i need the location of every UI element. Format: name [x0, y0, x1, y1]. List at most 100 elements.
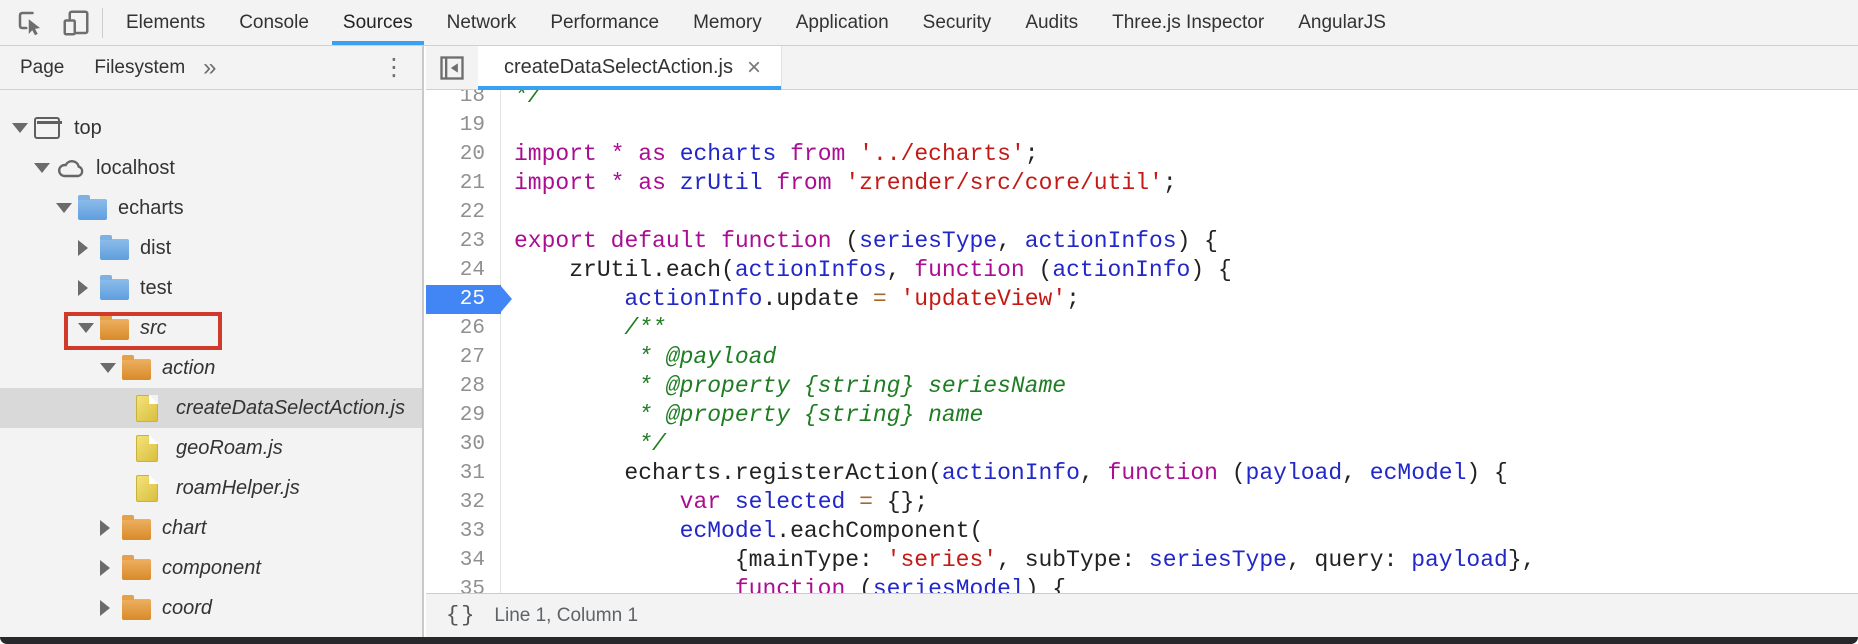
tree-item-dist[interactable]: dist [0, 228, 422, 268]
line-number[interactable]: 21 [426, 169, 501, 198]
line-number[interactable]: 34 [426, 546, 501, 575]
tab-performance[interactable]: Performance [550, 11, 660, 33]
devtools-topbar: Elements Console Sources Network Perform… [0, 0, 1858, 46]
tree-item-roamhelper[interactable]: roamHelper.js [0, 468, 422, 508]
pretty-print-icon[interactable]: {} [446, 603, 477, 628]
line-number[interactable]: 19 [426, 111, 501, 140]
code-line: 33 ecModel.eachComponent( [426, 517, 1858, 546]
tab-network[interactable]: Network [446, 11, 517, 33]
second-row: Page Filesystem » ⋮ createDataSelectActi… [0, 46, 1858, 90]
tab-memory[interactable]: Memory [693, 11, 762, 33]
navigator-menu-icon[interactable]: ⋮ [382, 53, 406, 81]
line-number[interactable]: 27 [426, 343, 501, 372]
code-text[interactable]: import * as zrUtil from 'zrender/src/cor… [514, 170, 1177, 196]
code-line: 20 import * as echarts from '../echarts'; [426, 140, 1858, 169]
chevron-right-icon[interactable] [100, 600, 122, 616]
line-number[interactable]: 24 [426, 256, 501, 285]
line-number[interactable]: 32 [426, 488, 501, 517]
line-number[interactable]: 23 [426, 227, 501, 256]
tree-item-localhost[interactable]: localhost [0, 148, 422, 188]
tab-sources[interactable]: Sources [326, 0, 430, 45]
chevron-down-icon[interactable] [12, 123, 34, 133]
tree-item-createdataselectaction[interactable]: createDataSelectAction.js [0, 388, 422, 428]
tab-console[interactable]: Console [239, 11, 309, 33]
breakpoint-line-number[interactable]: 25 [426, 285, 512, 314]
folder-icon [100, 275, 130, 301]
tab-elements[interactable]: Elements [126, 11, 206, 33]
hide-navigator-icon[interactable] [426, 46, 478, 89]
navigator-tab-filesystem[interactable]: Filesystem [94, 56, 186, 78]
editor-tab-createdataselectaction[interactable]: createDataSelectAction.js × [478, 46, 783, 90]
tree-item-georoam[interactable]: geoRoam.js [0, 428, 422, 468]
code-text[interactable]: * @property {string} name [514, 402, 984, 428]
device-toolbar-icon[interactable] [60, 7, 92, 39]
tree-item-coord[interactable]: coord [0, 588, 422, 628]
line-number[interactable]: 26 [426, 314, 501, 343]
line-number[interactable]: 22 [426, 198, 501, 227]
code-line: 18 */ [426, 90, 1858, 111]
folder-icon [100, 315, 130, 341]
code-text[interactable] [501, 111, 514, 140]
code-text[interactable]: */ [514, 90, 542, 109]
tab-threejs-inspector[interactable]: Three.js Inspector [1112, 11, 1265, 33]
line-number[interactable]: 29 [426, 401, 501, 430]
chevron-right-icon[interactable] [100, 560, 122, 576]
code-text[interactable]: {mainType: 'series', subType: seriesType… [514, 547, 1536, 573]
line-number[interactable]: 28 [426, 372, 501, 401]
chevron-down-icon[interactable] [34, 163, 56, 173]
code-text[interactable]: var selected = {}; [679, 489, 929, 515]
code-text[interactable] [501, 198, 514, 227]
code-text[interactable]: * @payload [514, 344, 777, 370]
chevron-down-icon[interactable] [100, 363, 122, 373]
code-text[interactable]: export default function (seriesType, act… [514, 228, 1218, 254]
code-text[interactable]: echarts.registerAction(actionInfo, funct… [514, 460, 1508, 486]
code-text[interactable]: import * as echarts from '../echarts'; [514, 141, 1039, 167]
code-line: 21 import * as zrUtil from 'zrender/src/c… [426, 169, 1858, 198]
folder-icon [122, 355, 152, 381]
tree-item-component[interactable]: component [0, 548, 422, 588]
tab-application[interactable]: Application [795, 11, 889, 33]
line-number[interactable]: 31 [426, 459, 501, 488]
chevron-down-icon[interactable] [78, 323, 100, 333]
chevron-right-icon[interactable] [100, 520, 122, 536]
code-text[interactable]: actionInfo.update = 'updateView'; [624, 286, 1080, 312]
code-text[interactable]: /** [514, 315, 666, 341]
editor-statusbar: {} Line 1, Column 1 [426, 593, 1858, 637]
folder-icon [122, 515, 152, 541]
code-text[interactable]: ecModel.eachComponent( [679, 518, 984, 544]
tree-item-test[interactable]: test [0, 268, 422, 308]
tree-item-src[interactable]: src [0, 308, 422, 348]
file-icon [136, 475, 166, 502]
line-number[interactable]: 33 [426, 517, 501, 546]
code-line: 19 [426, 111, 1858, 140]
folder-icon [78, 195, 108, 221]
code-line: 31 echarts.registerAction(actionInfo, fu… [426, 459, 1858, 488]
code-text[interactable]: */ [514, 431, 666, 457]
line-number[interactable]: 20 [426, 140, 501, 169]
line-number[interactable]: 35 [426, 575, 501, 593]
code-line: 34 {mainType: 'series', subType: seriesT… [426, 546, 1858, 575]
chevron-right-icon[interactable] [78, 240, 100, 256]
code-text[interactable]: zrUtil.each(actionInfos, function (actio… [514, 257, 1232, 283]
code-text[interactable]: * @property {string} seriesName [514, 373, 1067, 399]
tab-audits[interactable]: Audits [1025, 11, 1079, 33]
cursor-position: Line 1, Column 1 [494, 604, 639, 626]
chevron-down-icon[interactable] [56, 203, 78, 213]
code-text[interactable]: function (seriesModel) { [734, 576, 1067, 593]
close-tab-icon[interactable]: × [747, 53, 762, 81]
inspect-element-icon[interactable] [14, 7, 46, 39]
tab-security[interactable]: Security [922, 11, 992, 33]
line-number[interactable]: 18 [426, 90, 501, 111]
code-line: 25 actionInfo.update = 'updateView'; [426, 285, 1858, 314]
chevron-right-icon[interactable] [78, 280, 100, 296]
more-tabs-icon[interactable]: » [203, 53, 217, 81]
tree-item-action[interactable]: action [0, 348, 422, 388]
navigator-tab-page[interactable]: Page [20, 56, 65, 78]
tree-item-top[interactable]: top [0, 108, 422, 148]
code-line: 22 [426, 198, 1858, 227]
tree-item-echarts[interactable]: echarts [0, 188, 422, 228]
tab-angularjs[interactable]: AngularJS [1298, 11, 1386, 33]
tree-item-chart[interactable]: chart [0, 508, 422, 548]
line-number[interactable]: 30 [426, 430, 501, 459]
